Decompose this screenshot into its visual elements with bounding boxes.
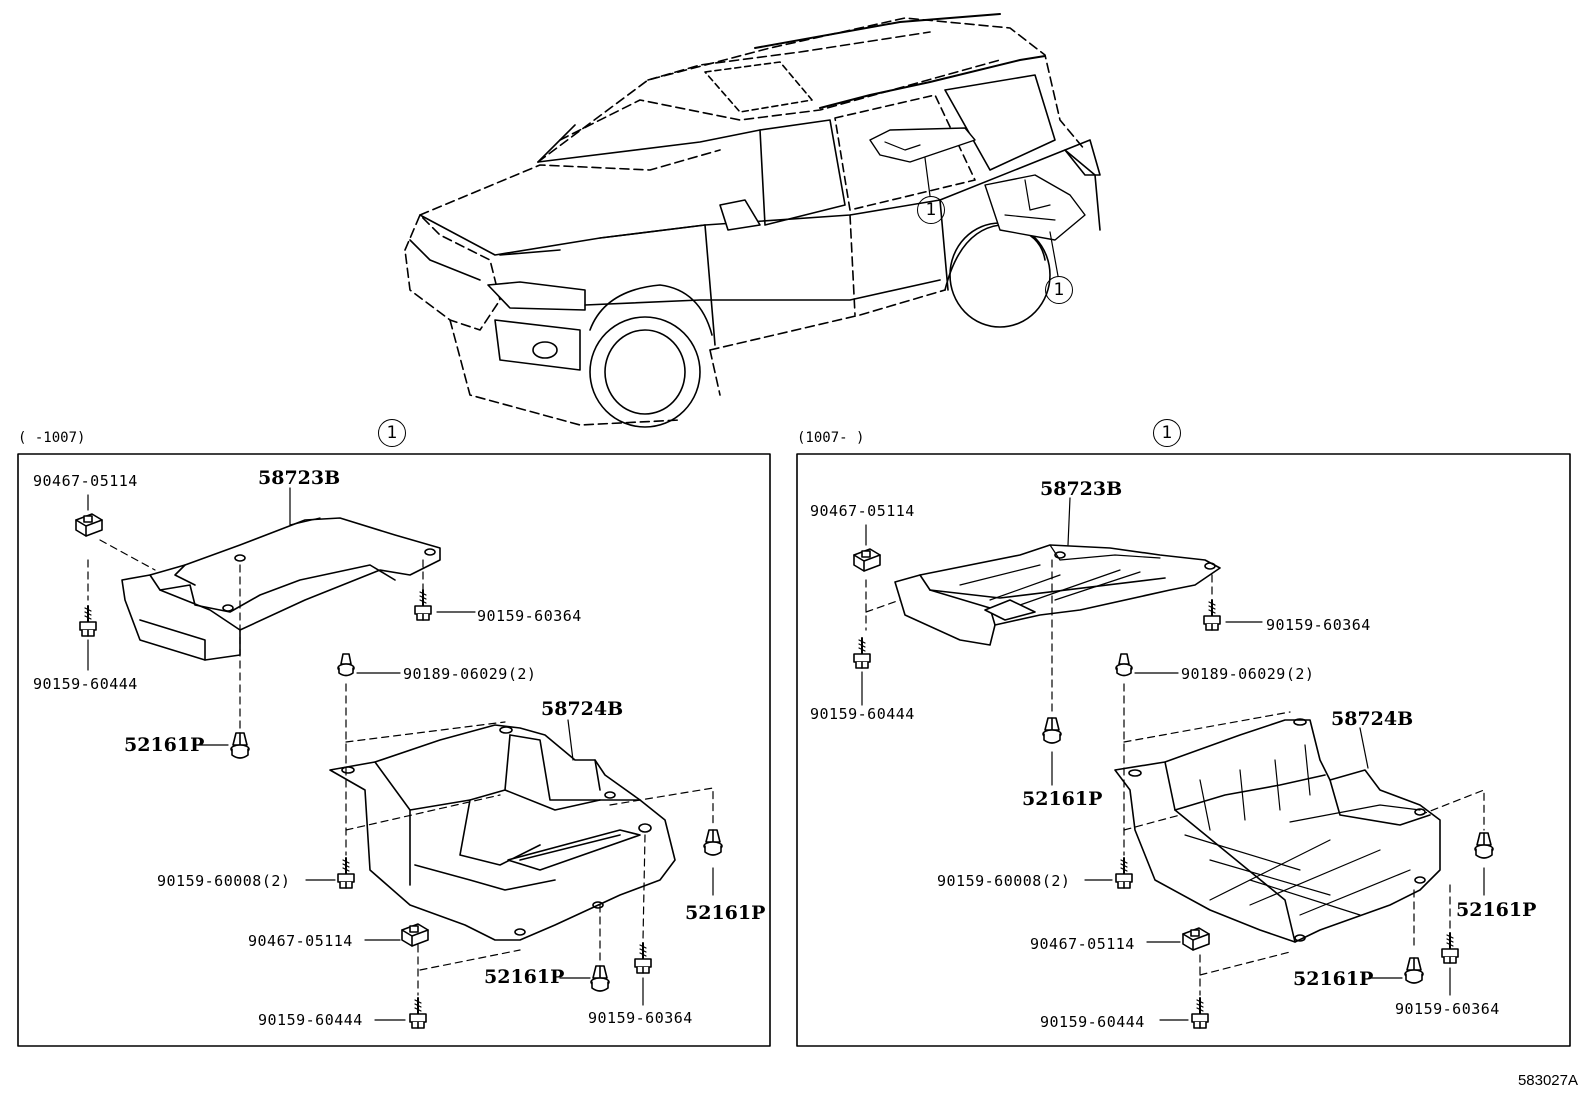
right-label-bolt-mid: 90159-60008(2) [937, 872, 1071, 890]
left-label-rivet-top: 90189-06029(2) [403, 665, 537, 683]
vehicle-illustration [404, 13, 1101, 428]
right-label-bolt-upper-right: 90159-60364 [1266, 616, 1371, 634]
right-label-part-upper: 58723B [1040, 478, 1123, 500]
left-label-clip-top: 90467-05114 [33, 472, 138, 490]
right-label-clip-bottom: 52161P [1293, 968, 1374, 990]
left-label-bolt-upper-right: 90159-60364 [477, 607, 582, 625]
right-label-bolt-bottom-left: 90159-60444 [1040, 1013, 1145, 1031]
left-panel-date-range: ( -1007) [18, 430, 86, 446]
right-panel-date-range: (1007- ) [797, 430, 865, 446]
left-label-clip-bottom: 52161P [484, 966, 565, 988]
left-label-bolt-bottom-left: 90159-60444 [258, 1011, 363, 1029]
left-label-clip-left: 52161P [124, 734, 205, 756]
right-label-bolt-upper-left: 90159-60444 [810, 705, 915, 723]
right-label-nut-bottom: 90467-05114 [1030, 935, 1135, 953]
left-label-nut-bottom: 90467-05114 [248, 932, 353, 950]
right-label-rivet-top: 90189-06029(2) [1181, 665, 1315, 683]
left-label-bolt-upper-left: 90159-60444 [33, 675, 138, 693]
right-label-clip-top: 90467-05114 [810, 502, 915, 520]
vehicle-callout-lower: 1 [1045, 276, 1073, 304]
left-panel-frame [17, 453, 771, 1047]
left-label-part-lower: 58724B [541, 698, 624, 720]
left-panel-callout: 1 [378, 419, 406, 447]
right-panel-drawing [853, 497, 1494, 1029]
vehicle-callout-upper: 1 [917, 196, 945, 224]
left-label-bolt-bottom-right: 90159-60364 [588, 1009, 693, 1027]
left-label-clip-right: 52161P [685, 902, 766, 924]
right-label-clip-left: 52161P [1022, 788, 1103, 810]
left-label-bolt-mid: 90159-60008(2) [157, 872, 291, 890]
right-label-part-lower: 58724B [1331, 708, 1414, 730]
left-panel-drawing [75, 487, 723, 1029]
left-label-part-upper: 58723B [258, 467, 341, 489]
right-panel-callout: 1 [1153, 419, 1181, 447]
right-panel-frame [796, 453, 1571, 1047]
diagram-code: 583027A [1517, 1072, 1578, 1089]
right-label-bolt-bottom-right: 90159-60364 [1395, 1000, 1500, 1018]
right-label-clip-right: 52161P [1456, 899, 1537, 921]
